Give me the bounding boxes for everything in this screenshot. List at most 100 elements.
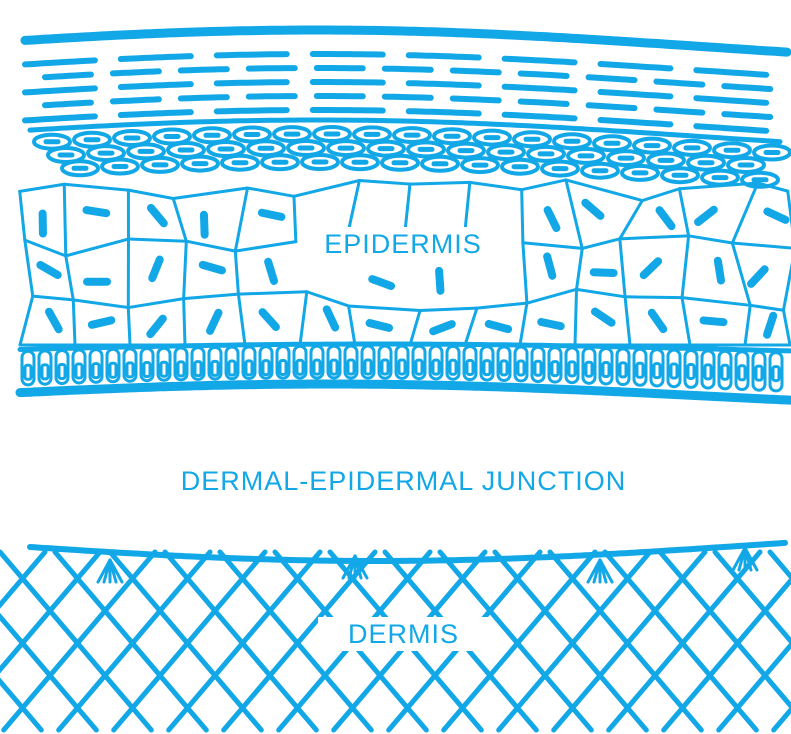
- epidermis-label: EPIDERMIS: [305, 227, 501, 261]
- cell-nucleus: [698, 210, 714, 222]
- cell-nucleus: [751, 269, 765, 284]
- cell-nucleus: [489, 324, 508, 329]
- collagen-fiber: [719, 552, 791, 730]
- cell-wall: [783, 248, 791, 310]
- cell-wall: [575, 289, 577, 345]
- cell-nucleus: [268, 262, 274, 281]
- flat-cell: [422, 157, 458, 171]
- cell-wall: [173, 188, 247, 198]
- basal-cell-nucleus: [535, 361, 541, 375]
- cell-nucleus: [86, 210, 106, 213]
- cell-wall: [186, 241, 235, 251]
- flat-cell: [488, 145, 524, 159]
- basal-cell-nucleus: [467, 360, 473, 374]
- cell-nucleus: [40, 265, 57, 275]
- cell-wall: [184, 294, 239, 299]
- cell-wall: [620, 201, 642, 239]
- flat-cell: [608, 151, 644, 165]
- flat-cell: [662, 168, 698, 182]
- cell-nucleus: [49, 312, 59, 329]
- cell-wall: [410, 182, 470, 184]
- cell-nucleus: [92, 320, 111, 324]
- basal-cell-nucleus: [42, 365, 48, 379]
- cell-wall: [64, 184, 66, 256]
- cell-wall: [410, 310, 420, 345]
- flat-cell: [354, 127, 390, 141]
- basal-cell-nucleus: [586, 362, 592, 376]
- cell-wall: [620, 236, 689, 239]
- cell-wall: [682, 236, 689, 298]
- cell-wall: [33, 296, 74, 300]
- basal-cell-nucleus: [144, 363, 150, 377]
- basal-cell-nucleus: [314, 360, 320, 374]
- flat-cell: [754, 146, 790, 160]
- cell-wall: [20, 296, 33, 345]
- cell-wall: [582, 239, 620, 249]
- basal-cell-nucleus: [637, 363, 643, 377]
- flat-cell: [502, 160, 538, 174]
- cell-wall: [238, 292, 306, 294]
- cell-nucleus: [263, 312, 276, 327]
- cell-wall: [522, 180, 566, 190]
- cell-wall: [184, 299, 185, 345]
- basal-cell-nucleus: [416, 360, 422, 374]
- flat-cell: [688, 156, 724, 170]
- basal-cell-nucleus: [620, 363, 626, 377]
- cell-nucleus: [652, 313, 663, 329]
- cell-wall: [679, 189, 688, 236]
- basal-cell-nucleus: [450, 360, 456, 374]
- cell-wall: [577, 248, 583, 289]
- stratum-spinosum-cells: [20, 180, 791, 345]
- cell-nucleus: [594, 272, 614, 273]
- cell-wall: [248, 188, 294, 196]
- basal-cell-nucleus: [348, 360, 354, 374]
- dermal-epidermal-junction-label: DERMAL-EPIDERMAL JUNCTION: [130, 464, 677, 498]
- cell-wall: [682, 298, 690, 345]
- flat-cell: [182, 157, 218, 171]
- flat-cell: [394, 128, 430, 142]
- flat-cell: [408, 142, 444, 156]
- basal-cell-nucleus: [297, 360, 303, 374]
- cell-wall: [66, 256, 74, 300]
- flat-cell: [222, 156, 258, 170]
- flat-cell: [622, 166, 658, 180]
- basal-cell-nucleus: [382, 360, 388, 374]
- flat-cell: [594, 136, 630, 150]
- cell-wall: [520, 303, 527, 345]
- basal-cell-nucleus: [331, 360, 337, 374]
- flat-cell: [674, 141, 710, 155]
- cell-nucleus: [204, 215, 205, 235]
- corneum-top-line: [25, 30, 787, 52]
- cell-wall: [625, 297, 630, 345]
- basal-cell-nucleus: [127, 363, 133, 377]
- cell-nucleus: [541, 322, 561, 326]
- basal-cell-nucleus: [280, 360, 286, 374]
- cell-wall: [349, 306, 355, 345]
- cell-wall: [470, 182, 522, 189]
- cell-wall: [307, 292, 349, 306]
- flat-cell: [434, 129, 470, 143]
- flat-cell: [382, 156, 418, 170]
- cell-nucleus: [150, 319, 163, 335]
- basal-cell-nucleus: [569, 362, 575, 376]
- cell-wall: [128, 190, 173, 198]
- basal-cell-nucleus: [756, 366, 762, 380]
- basal-cell-nucleus: [212, 361, 218, 375]
- cell-nucleus: [210, 313, 218, 331]
- cell-wall: [420, 308, 477, 310]
- flat-cell: [542, 162, 578, 176]
- cell-wall: [235, 251, 238, 294]
- cell-wall: [25, 240, 33, 296]
- cell-nucleus: [704, 320, 724, 322]
- cell-wall: [20, 191, 25, 240]
- stratum-basale-cells: [20, 344, 790, 400]
- basal-cell-nucleus: [552, 362, 558, 376]
- cell-wall: [523, 243, 582, 249]
- cell-wall: [66, 239, 129, 256]
- cell-wall: [294, 181, 359, 197]
- cell-wall: [527, 289, 577, 303]
- cell-nucleus: [767, 211, 785, 219]
- cell-nucleus: [718, 261, 721, 281]
- cell-wall: [682, 298, 750, 306]
